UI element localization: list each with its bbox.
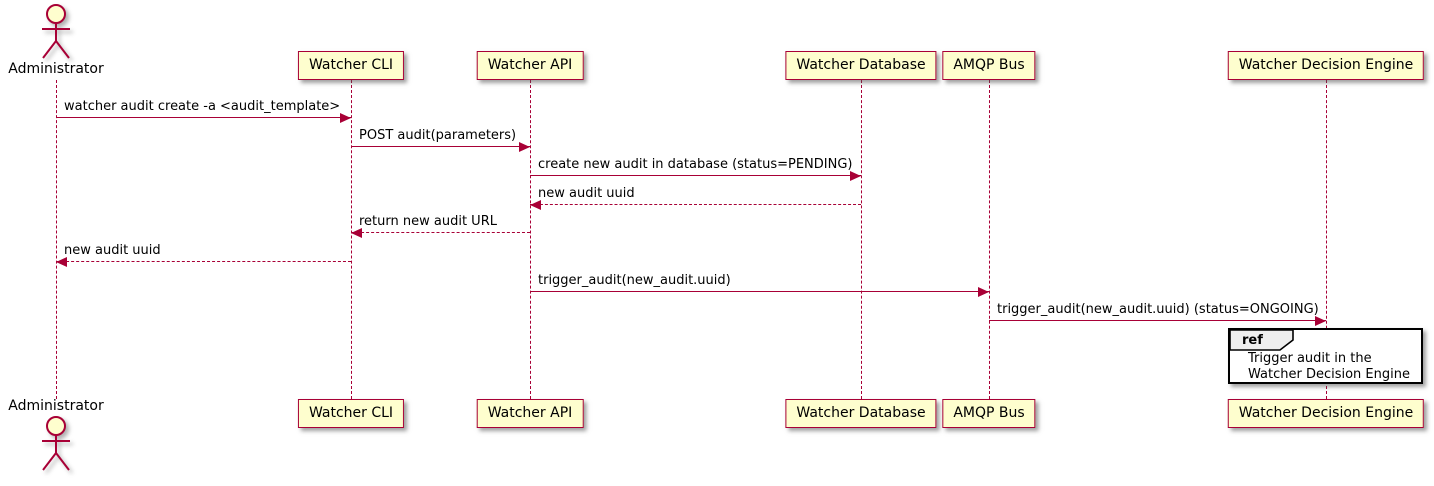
- message-arrowhead-3: [850, 170, 861, 181]
- ref-keyword: ref: [1242, 333, 1263, 348]
- actor-icon-administrator-top: [36, 3, 76, 61]
- message-line-6: [56, 261, 351, 262]
- message-line-7: [530, 291, 989, 292]
- message-label-8: trigger_audit(new_audit.uuid) (status=ON…: [997, 302, 1319, 317]
- participant-box-watcher-cli-top: Watcher CLI: [297, 51, 405, 80]
- participant-box-watcher-cli-bottom: Watcher CLI: [297, 399, 405, 428]
- message-label-5: return new audit URL: [359, 214, 497, 229]
- message-arrowhead-4: [530, 199, 541, 210]
- ref-fragment: ref Trigger audit in the Watcher Decisio…: [1228, 328, 1423, 384]
- actor-icon-administrator-bottom: [36, 415, 76, 473]
- message-label-6: new audit uuid: [64, 243, 161, 258]
- message-arrowhead-8: [1315, 315, 1326, 326]
- participant-box-watcher-api-top: Watcher API: [476, 51, 584, 80]
- lifeline-amqp-bus: [989, 80, 990, 399]
- participant-box-amqp-bus-bottom: AMQP Bus: [942, 399, 1036, 428]
- lifeline-watcher-database: [861, 80, 862, 399]
- actor-label-administrator-top: Administrator: [8, 61, 104, 77]
- message-label-2: POST audit(parameters): [359, 128, 517, 143]
- participant-box-watcher-decision-engine-top: Watcher Decision Engine: [1227, 51, 1425, 80]
- actor-label-administrator-bottom: Administrator: [8, 398, 104, 414]
- message-line-4: [530, 204, 861, 205]
- message-label-3: create new audit in database (status=PEN…: [538, 157, 853, 172]
- message-arrowhead-6: [56, 256, 67, 267]
- participant-box-watcher-decision-engine-bottom: Watcher Decision Engine: [1227, 399, 1425, 428]
- message-label-1: watcher audit create -a <audit_template>: [64, 99, 341, 114]
- message-label-7: trigger_audit(new_audit.uuid): [538, 273, 731, 288]
- ref-tab-shape: [1229, 329, 1294, 351]
- message-line-1: [56, 117, 351, 118]
- message-line-3: [530, 175, 861, 176]
- lifeline-administrator: [56, 80, 57, 399]
- participant-box-watcher-database-top: Watcher Database: [785, 51, 937, 80]
- ref-text-line1: Trigger audit in the: [1248, 351, 1372, 366]
- lifeline-watcher-api: [530, 80, 531, 399]
- lifeline-watcher-decision-engine: [1326, 80, 1327, 399]
- message-arrowhead-7: [978, 286, 989, 297]
- message-line-2: [351, 146, 530, 147]
- ref-text: Trigger audit in the Watcher Decision En…: [1248, 351, 1417, 383]
- message-arrowhead-1: [340, 112, 351, 123]
- participant-box-watcher-api-bottom: Watcher API: [476, 399, 584, 428]
- lifeline-watcher-cli: [351, 80, 352, 399]
- message-arrowhead-5: [351, 227, 362, 238]
- message-line-8: [989, 320, 1326, 321]
- message-arrowhead-2: [519, 141, 530, 152]
- message-line-5: [351, 232, 530, 233]
- ref-text-line2: Watcher Decision Engine: [1248, 367, 1410, 382]
- message-label-4: new audit uuid: [538, 186, 635, 201]
- participant-box-amqp-bus-top: AMQP Bus: [942, 51, 1036, 80]
- participant-box-watcher-database-bottom: Watcher Database: [785, 399, 937, 428]
